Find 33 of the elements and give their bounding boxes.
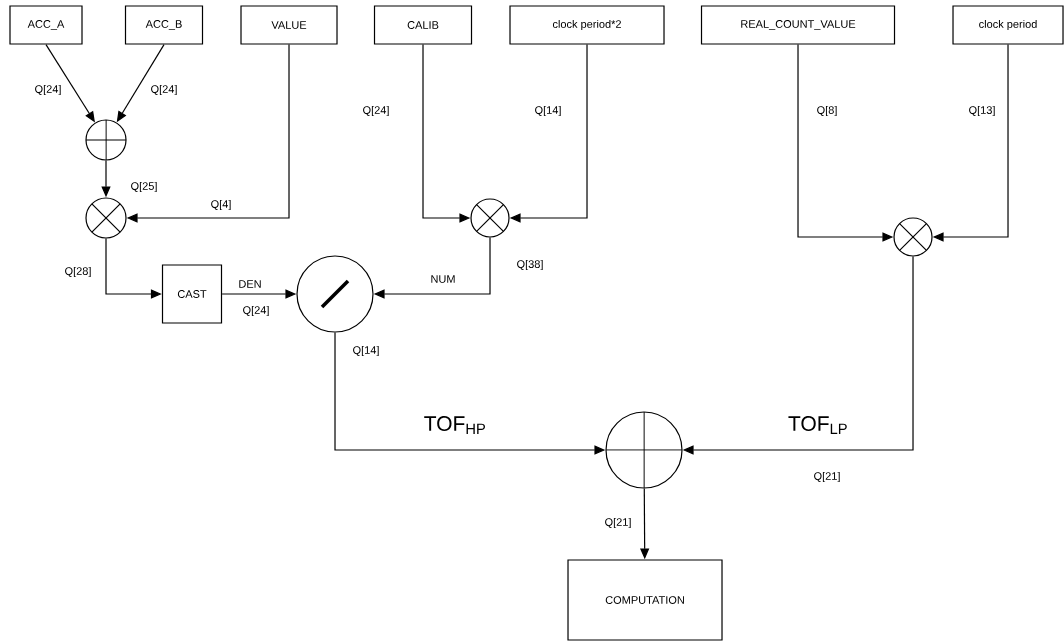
multiplier-circle <box>470 198 510 238</box>
bit-width-label: Q[38] <box>517 259 543 271</box>
edge-label: DEN <box>239 280 261 288</box>
bit-width-label: Q[14] <box>353 345 379 357</box>
edge-label: Q[25] <box>131 181 157 193</box>
edge-label: Q[24] <box>363 105 389 117</box>
divider-circle <box>296 255 374 333</box>
input-box: ACC_B <box>124 5 204 45</box>
edge-label: NUM <box>431 275 455 283</box>
multiplier-circle <box>85 197 127 239</box>
edge-label: Q[8] <box>817 105 837 117</box>
edge-label: Q[24] <box>151 84 177 96</box>
edge-label: Q[14] <box>535 105 561 117</box>
input-box: clock period*2 <box>509 5 665 45</box>
bit-width-label: Q[24] <box>243 305 269 317</box>
cast-box: CAST <box>161 264 223 324</box>
summing-junction <box>85 119 127 161</box>
summing-junction <box>605 411 683 489</box>
edge-label: Q[4] <box>211 199 231 211</box>
input-box: REAL_COUNT_VALUE <box>700 5 896 45</box>
edge-label: Q[13] <box>969 105 995 117</box>
output-box: COMPUTATION <box>567 559 723 641</box>
edge-label: TOF$_{HP}$ <box>424 416 485 434</box>
input-box: VALUE <box>240 5 338 45</box>
edge-label: TOF$_{LP}$ <box>788 416 847 434</box>
bit-width-label: Q[21] <box>814 471 840 483</box>
edge-label: Q[24] <box>35 84 61 96</box>
multiplier-circle <box>893 217 933 257</box>
input-box: clock period <box>952 5 1064 45</box>
edge-label: Q[21] <box>605 517 631 529</box>
input-box: CALIB <box>373 5 473 45</box>
edge-label: Q[28] <box>65 266 91 278</box>
input-box: ACC_A <box>9 5 83 45</box>
